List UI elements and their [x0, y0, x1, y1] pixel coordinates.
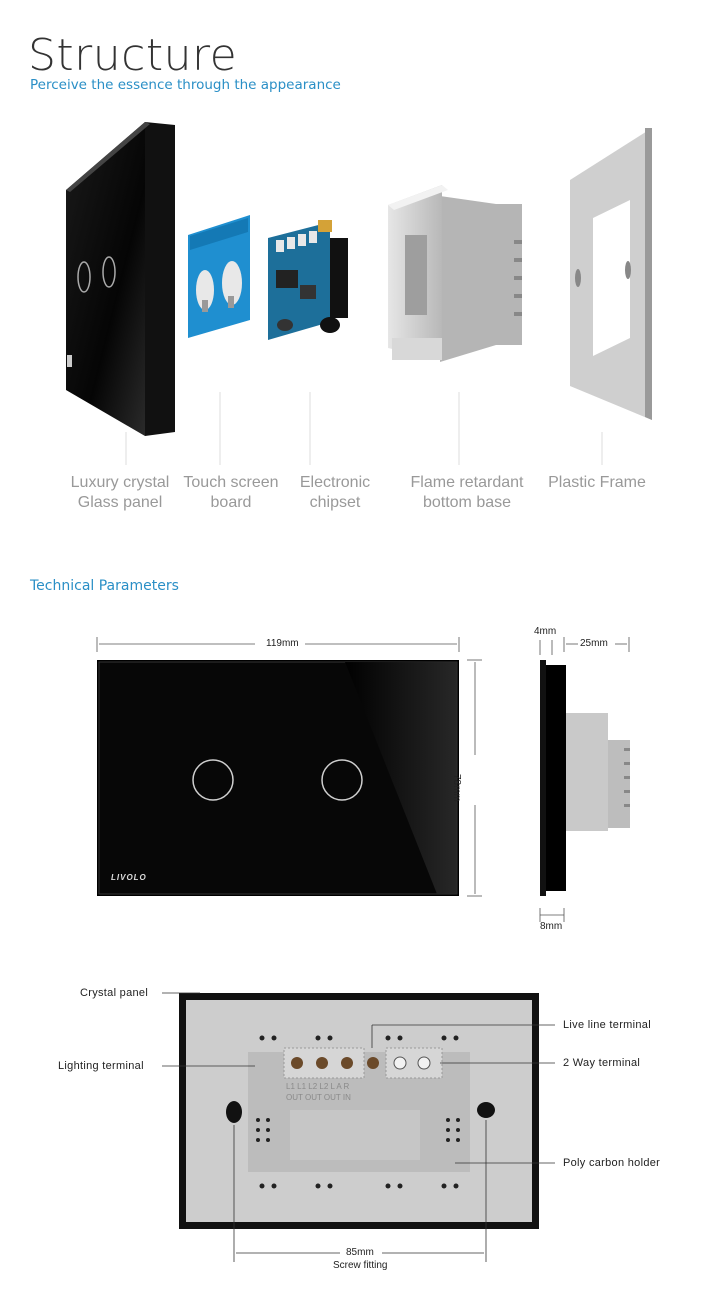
- electronic-chipset-image: [268, 220, 348, 340]
- height-dimension-label: 78mm: [451, 774, 462, 802]
- part-label-glass-panel: Luxury crystal Glass panel: [60, 473, 180, 513]
- width-dimension-label: 119mm: [266, 638, 299, 649]
- side-dimensions: [539, 637, 630, 922]
- lighting-terminal-label: Lighting terminal: [58, 1060, 144, 1072]
- touch-board-image: [188, 215, 250, 338]
- part-label-line: chipset: [309, 494, 361, 511]
- glass-panel-image: [66, 122, 175, 436]
- height-dimension: [467, 659, 482, 897]
- body-depth-label: 25mm: [580, 638, 608, 649]
- back-view: [179, 993, 539, 1229]
- part-label-plastic-frame: Plastic Frame: [540, 473, 654, 493]
- part-label-touch-board: Touch screen board: [175, 473, 287, 513]
- part-label-line: Flame retardant: [410, 474, 524, 491]
- part-label-line: Luxury crystal: [70, 474, 170, 491]
- exploded-structure-illustration: [66, 122, 652, 465]
- terminal-markings: L1 L1 L2 L2 L A R: [286, 1082, 350, 1091]
- touch-button-right: [321, 759, 363, 801]
- screw-distance-label: 85mm: [346, 1247, 374, 1258]
- live-line-terminal-label: Live line terminal: [563, 1019, 651, 1031]
- side-view: [540, 660, 630, 896]
- part-label-chipset: Electronic chipset: [285, 473, 385, 513]
- page-subtitle: Perceive the essence through the appeara…: [30, 77, 341, 93]
- part-label-bottom-base: Flame retardant bottom base: [397, 473, 537, 513]
- brand-logo: LIVOLO: [111, 873, 147, 882]
- section-heading-technical: Technical Parameters: [30, 578, 179, 594]
- bottom-depth-label: 8mm: [540, 921, 563, 932]
- part-label-line: bottom base: [422, 494, 512, 511]
- poly-carbon-holder-label: Poly carbon holder: [563, 1157, 661, 1169]
- part-label-line: Glass panel: [77, 494, 163, 511]
- terminal-markings-2: OUT OUT OUT IN: [286, 1093, 351, 1102]
- annotation-lines: [162, 992, 555, 1262]
- crystal-panel-label: Crystal panel: [80, 987, 149, 999]
- screw-fitting-label: Screw fitting: [333, 1260, 388, 1271]
- part-label-line: Electronic: [299, 474, 371, 491]
- glass-depth-label: 4mm: [534, 626, 557, 637]
- bottom-base-image: [388, 185, 522, 362]
- part-label-line: Plastic Frame: [548, 474, 646, 491]
- touch-button-left: [192, 759, 234, 801]
- part-label-line: board: [210, 494, 252, 511]
- plastic-frame-image: [570, 128, 652, 420]
- front-view-panel: [97, 660, 459, 896]
- part-label-line: Touch screen: [183, 474, 279, 491]
- page-title: Structure: [28, 30, 238, 81]
- part-leader-lines: [125, 392, 603, 465]
- two-way-terminal-label: 2 Way terminal: [563, 1057, 641, 1069]
